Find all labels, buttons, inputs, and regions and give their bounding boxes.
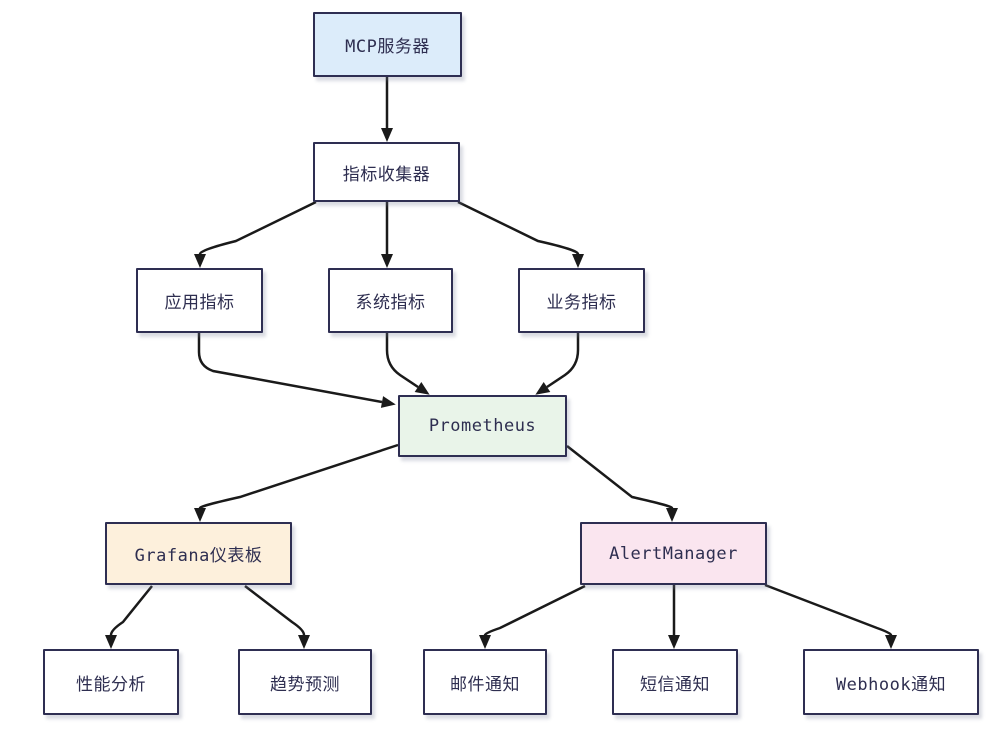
edge-prometheus-to-grafana-dashboard [194,443,399,522]
node-label-mcp-server: MCP服务器 [345,37,430,57]
edge-grafana-dashboard-to-perf-analysis [105,585,153,649]
node-label-alertmanager: AlertManager [609,543,738,564]
node-webhook-notify: Webhook通知 [803,649,979,715]
node-business-metrics: 业务指标 [518,268,645,333]
edge-alertmanager-to-email-notify [479,584,586,649]
node-mcp-server: MCP服务器 [313,12,462,77]
node-label-perf-analysis: 性能分析 [76,674,146,695]
node-label-sms-notify: 短信通知 [640,674,710,695]
node-app-metrics: 应用指标 [136,268,263,333]
node-label-grafana-dashboard: Grafana仪表板 [134,546,263,566]
node-label-email-notify: 邮件通知 [450,674,520,695]
node-perf-analysis: 性能分析 [43,649,179,715]
node-label-trend-forecast: 趋势预测 [270,674,340,695]
node-grafana-dashboard: Grafana仪表板 [105,522,292,585]
node-sms-notify: 短信通知 [612,649,738,715]
edge-app-metrics-to-prometheus [197,333,396,408]
node-email-notify: 邮件通知 [423,649,547,715]
node-prometheus: Prometheus [398,395,567,457]
node-label-app-metrics: 应用指标 [164,293,235,313]
edge-system-metrics-to-prometheus [385,333,430,395]
node-label-system-metrics: 系统指标 [355,293,426,313]
edge-business-metrics-to-prometheus [535,333,580,395]
edge-prometheus-to-alertmanager [566,445,678,522]
node-label-webhook-notify: Webhook通知 [835,674,947,695]
node-label-prometheus: Prometheus [428,416,537,436]
node-system-metrics: 系统指标 [328,268,453,333]
node-label-metrics-collector: 指标收集器 [342,164,431,185]
node-trend-forecast: 趋势预测 [238,649,372,715]
edge-metrics-collector-to-business-metrics [457,200,584,268]
edge-metrics-collector-to-app-metrics [194,200,317,268]
node-label-business-metrics: 业务指标 [546,293,617,313]
node-alertmanager: AlertManager [580,522,767,585]
node-metrics-collector: 指标收集器 [313,142,460,202]
edge-alertmanager-to-webhook-notify [764,583,897,649]
edge-grafana-dashboard-to-trend-forecast [244,585,310,649]
